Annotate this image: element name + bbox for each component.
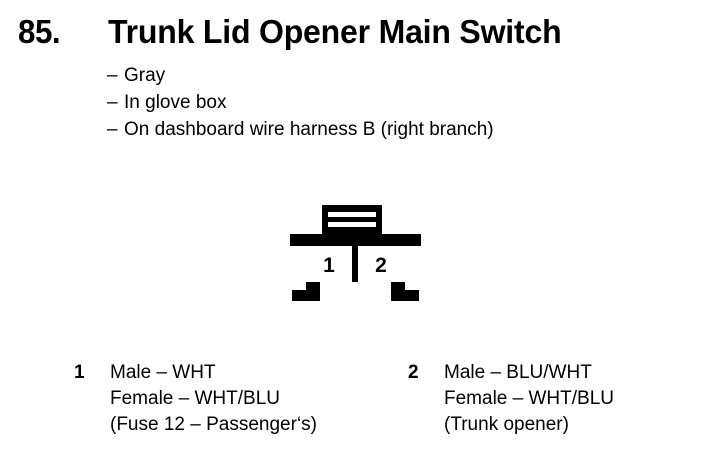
legend-female-wire: Female – WHT/BLU [444, 388, 614, 409]
legend-circuit-note: (Trunk opener) [444, 414, 569, 435]
spec-item-color: – Gray [107, 62, 667, 89]
legend-block-pin-1: 1 Male – WHT Female – WHT/BLU (Fuse 12 –… [74, 360, 317, 438]
spec-item-label: In glove box [124, 92, 227, 113]
connector-lock-tab [322, 205, 382, 235]
legend-pin-number: 2 [408, 362, 419, 383]
spec-item-harness: – On dashboard wire harness B (right bra… [107, 116, 667, 143]
legend-circuit-note: (Fuse 12 – Passenger‘s) [110, 414, 317, 435]
spec-item-label: Gray [124, 65, 166, 86]
dash-bullet-icon: – [107, 119, 118, 140]
entry-number: 85. [18, 13, 61, 50]
legend-detail-list: Male – WHT Female – WHT/BLU (Fuse 12 – P… [110, 360, 317, 438]
legend-pin-number: 1 [74, 362, 85, 383]
spec-item-label: On dashboard wire harness B (right branc… [124, 119, 494, 140]
legend-block-pin-2: 2 Male – BLU/WHT Female – WHT/BLU (Trunk… [408, 360, 614, 438]
legend-female-wire: Female – WHT/BLU [110, 388, 280, 409]
dash-bullet-icon: – [107, 65, 118, 86]
cavity-divider [352, 246, 358, 282]
legend-detail-list: Male – BLU/WHT Female – WHT/BLU (Trunk o… [444, 360, 614, 438]
spec-list: – Gray – In glove box – On dashboard wir… [107, 62, 667, 143]
spec-item-location: – In glove box [107, 89, 667, 116]
cavity-label-1: 1 [323, 254, 335, 277]
connector-diagram: 1 2 [288, 204, 423, 304]
cavity-label-2: 2 [375, 254, 387, 277]
connector-outline-icon: 1 2 [290, 205, 421, 301]
header: 85. Trunk Lid Opener Main Switch [0, 12, 704, 52]
page-title: Trunk Lid Opener Main Switch [108, 13, 562, 50]
legend-male-wire: Male – BLU/WHT [444, 362, 592, 383]
legend-male-wire: Male – WHT [110, 362, 216, 383]
dash-bullet-icon: – [107, 92, 118, 113]
